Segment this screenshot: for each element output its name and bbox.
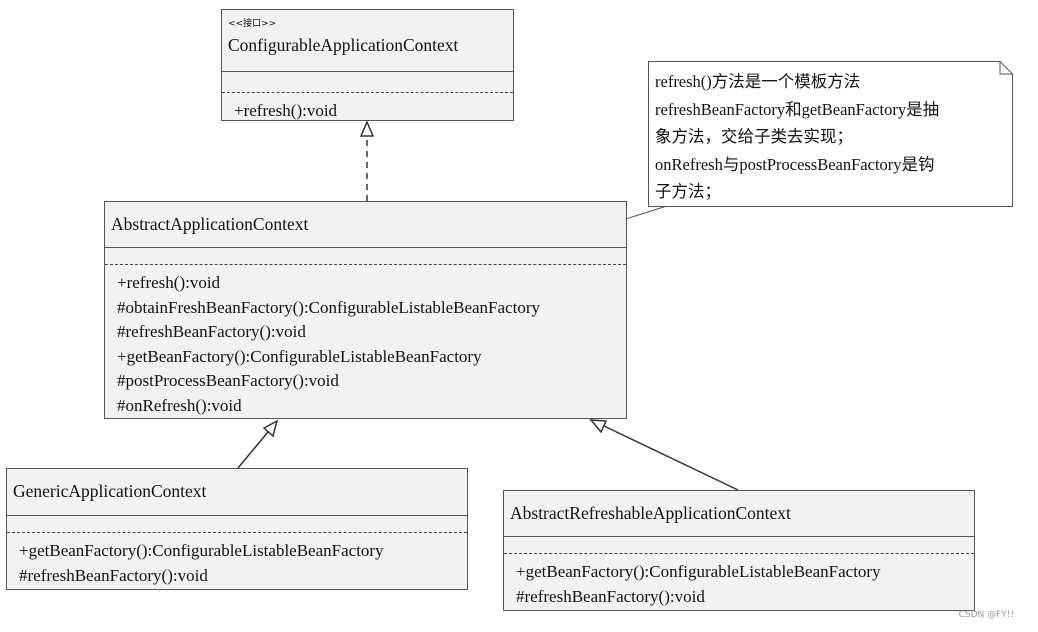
class-name: AbstractApplicationContext <box>111 214 309 234</box>
realization-arrowhead <box>359 120 375 137</box>
watermark: CSDN @FY!! <box>958 610 1014 620</box>
operation-get-bean-factory: +getBeanFactory():ConfigurableListableBe… <box>117 346 482 366</box>
attributes-compartment <box>222 72 513 93</box>
note-line-4: onRefresh与postProcessBeanFactory是钩 <box>655 154 935 174</box>
operations-compartment: +refresh():void <box>222 93 513 124</box>
operation-refresh-bean-factory: #refreshBeanFactory():void <box>19 565 208 585</box>
operation-post-process-bean-factory: #postProcessBeanFactory():void <box>117 371 339 390</box>
generic-inheritance-arrowhead <box>262 419 279 438</box>
attributes-compartment <box>504 537 974 554</box>
class-configurable-application-context[interactable]: <<接口>> ConfigurableApplicationContext +r… <box>221 9 514 121</box>
note-dog-ear-shape <box>648 61 1013 207</box>
note-line-2: refreshBeanFactory和getBeanFactory是抽 <box>655 99 940 119</box>
note-line-3: 象方法，交给子类去实现； <box>655 127 853 146</box>
operation-on-refresh: #onRefresh():void <box>117 395 242 415</box>
class-header: AbstractApplicationContext <box>105 202 626 248</box>
class-header: GenericApplicationContext <box>7 469 467 516</box>
class-name: AbstractRefreshableApplicationContext <box>510 503 791 523</box>
class-name: ConfigurableApplicationContext <box>228 35 459 55</box>
operations-compartment: +getBeanFactory():ConfigurableListableBe… <box>7 533 467 588</box>
operation-refresh: +refresh():void <box>117 273 221 292</box>
class-header: <<接口>> ConfigurableApplicationContext <box>222 10 513 72</box>
operation-refresh: +refresh():void <box>234 101 338 120</box>
note-line-1: refresh()方法是一个模板方法 <box>655 72 861 91</box>
stereotype-label: <<接口>> <box>228 19 277 29</box>
class-name: GenericApplicationContext <box>13 481 207 501</box>
refreshable-inheritance-arrowhead <box>589 419 608 434</box>
operation-get-bean-factory: +getBeanFactory():ConfigurableListableBe… <box>19 541 384 560</box>
class-header: AbstractRefreshableApplicationContext <box>504 491 974 537</box>
uml-note[interactable]: refresh()方法是一个模板方法 refreshBeanFactory和ge… <box>648 61 1013 207</box>
refreshable-inheritance-line <box>603 425 739 491</box>
operation-refresh-bean-factory: #refreshBeanFactory():void <box>117 322 306 341</box>
note-line-5: 子方法； <box>655 182 721 201</box>
class-generic-application-context[interactable]: GenericApplicationContext +getBeanFactor… <box>6 468 468 590</box>
operation-refresh-bean-factory: #refreshBeanFactory():void <box>516 586 705 606</box>
operations-compartment: +getBeanFactory():ConfigurableListableBe… <box>504 554 974 609</box>
operations-compartment: +refresh():void #obtainFreshBeanFactory(… <box>105 265 626 418</box>
class-abstract-refreshable-application-context[interactable]: AbstractRefreshableApplicationContext +g… <box>503 490 975 611</box>
generic-inheritance-line <box>237 431 269 469</box>
class-abstract-application-context[interactable]: AbstractApplicationContext +refresh():vo… <box>104 201 627 419</box>
operation-get-bean-factory: +getBeanFactory():ConfigurableListableBe… <box>516 562 881 581</box>
attributes-compartment <box>105 248 626 265</box>
attributes-compartment <box>7 516 467 533</box>
operation-obtain-fresh-bean-factory: #obtainFreshBeanFactory():ConfigurableLi… <box>117 297 540 317</box>
